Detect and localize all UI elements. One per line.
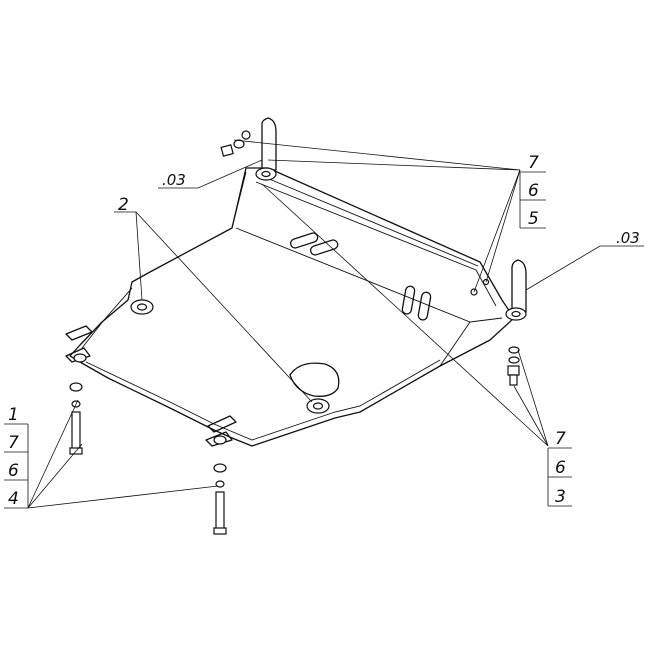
- label-br-1: 6: [555, 458, 566, 478]
- label-ref-left: .03: [162, 171, 186, 189]
- mount-points: [65, 117, 527, 447]
- vent-slots: [289, 232, 432, 321]
- label-br-0: 7: [555, 429, 566, 449]
- label-tr-1: 6: [528, 181, 539, 201]
- drain-hole: [289, 362, 340, 397]
- callout-labels: .03 .03 2 7 6 5 7 6 3 1 7 6 4: [4, 153, 640, 509]
- label-l-3: 4: [8, 489, 19, 509]
- label-br-2: 3: [555, 487, 566, 507]
- fastener-bottom: [213, 463, 227, 535]
- label-tr-0: 7: [528, 153, 539, 173]
- label-tr-2: 5: [528, 209, 539, 229]
- fastener-right: [507, 346, 520, 386]
- label-l-0: 1: [8, 405, 19, 425]
- label-l-2: 6: [8, 461, 19, 481]
- leader-lines: [27, 139, 644, 509]
- label-ref-right: .03: [616, 229, 640, 247]
- fastener-top: [220, 130, 251, 157]
- label-part-2: 2: [118, 195, 129, 215]
- label-l-1: 7: [8, 433, 19, 453]
- fastener-left: [69, 382, 83, 455]
